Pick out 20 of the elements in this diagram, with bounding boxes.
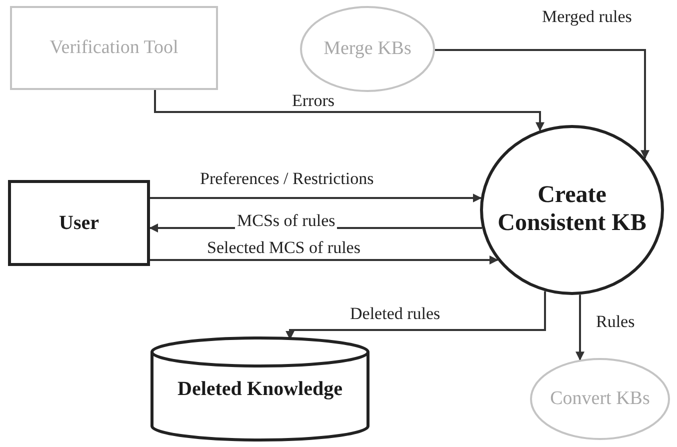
edge-label: Merged rules [540, 8, 634, 27]
arrow [150, 194, 482, 202]
arrow [576, 294, 584, 361]
arrow [286, 291, 546, 340]
node-label: Convert KBs [550, 388, 650, 410]
arrow [150, 256, 498, 264]
ellipse-node [530, 358, 670, 440]
node-label: User [59, 212, 99, 234]
edge-label: MCSs of rules [235, 212, 338, 231]
node-label: Deleted Knowledge [178, 378, 342, 400]
node-label: Verification Tool [50, 37, 178, 59]
process-box [10, 6, 218, 90]
ellipse-node [480, 125, 664, 295]
arrow [434, 49, 650, 160]
ellipse-node [300, 6, 435, 92]
database-cylinder [150, 338, 370, 440]
node-label: Merge KBs [324, 38, 412, 60]
process-box [8, 180, 150, 266]
node-label: Create Consistent KB [496, 182, 648, 238]
arrow [154, 90, 544, 132]
